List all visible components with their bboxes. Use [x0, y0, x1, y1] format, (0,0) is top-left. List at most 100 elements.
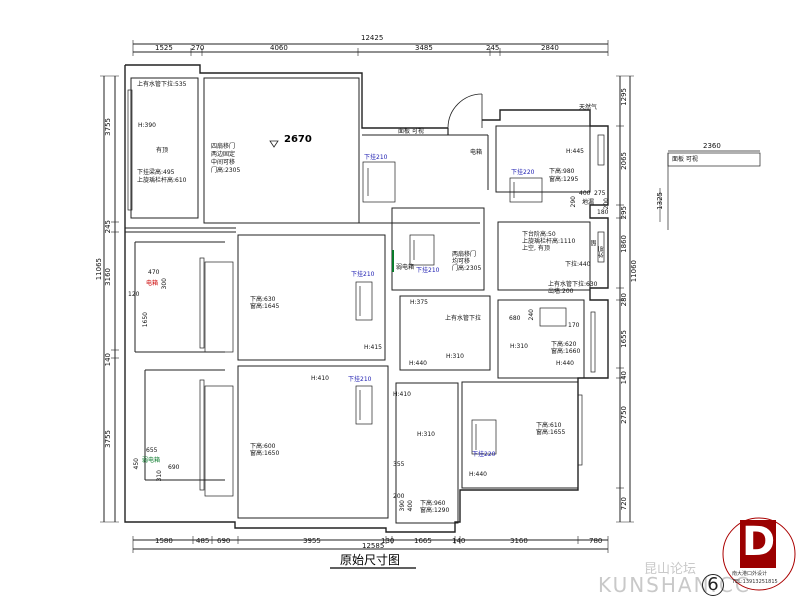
bottom-dim: 3955 [303, 537, 321, 545]
right-total-dim: 11060 [630, 260, 638, 283]
note: 下挂210 [348, 376, 372, 383]
note: 出墙:200 [548, 288, 574, 295]
note: 下挂210 [351, 271, 375, 278]
note: 上有水管下拉:630 [548, 281, 598, 288]
right-dim: 280 [620, 293, 628, 307]
note: 窗高:1650 [250, 450, 280, 457]
note: 390 [399, 500, 406, 512]
note: 有顶 [156, 147, 169, 154]
logo-line1: 南大港口外设计 [732, 571, 768, 577]
note: 四扇移门 [211, 143, 236, 150]
bottom-dim: 3160 [510, 537, 528, 545]
note: H:440 [469, 471, 487, 478]
inset-label: 面板 可视 [672, 156, 698, 163]
note: 下挂梁高:495 [137, 169, 175, 176]
top-dim: 270 [191, 44, 205, 52]
note: 400 [579, 190, 591, 197]
note: 下高:630 [250, 296, 276, 303]
note: 窗高:1295 [549, 176, 579, 183]
note: 355 [393, 461, 405, 468]
top-dim: 3485 [415, 44, 433, 52]
note: 120 [128, 291, 140, 298]
note: H:440 [556, 360, 574, 367]
left-dim: 3755 [104, 430, 112, 448]
note: 310 [156, 470, 163, 482]
right-dim: 1655 [620, 330, 628, 348]
left-dim: 245 [104, 220, 112, 234]
logo-letter: D [742, 519, 776, 565]
left-total-dim: 11065 [95, 258, 103, 281]
drawing-title: 原始尺寸图 [340, 553, 401, 567]
note: 留 [591, 240, 598, 246]
note: 电箱 [470, 149, 483, 156]
page-number: 6 [702, 574, 724, 596]
right-dim: 140 [620, 371, 628, 385]
note: 外机 [598, 246, 605, 258]
note: H:410 [393, 391, 411, 398]
note: 下挂210 [416, 267, 440, 274]
note: H:390 [138, 122, 156, 129]
note: 180 [597, 209, 609, 216]
left-dim: 3160 [104, 268, 112, 286]
note: 上有水管下拉 [445, 315, 482, 322]
note: 450 [133, 458, 140, 470]
note: H:445 [566, 148, 584, 155]
note: 上空, 有顶 [522, 245, 550, 252]
bottom-dim: 140 [452, 537, 466, 545]
top-total-dim: 12425 [361, 34, 384, 42]
right-dim: 295 [620, 206, 628, 220]
bottom-dim: 690 [217, 537, 231, 545]
left-dim: 140 [104, 353, 112, 367]
note: H:375 [410, 299, 428, 306]
right-dim: 1860 [620, 235, 628, 253]
bottom-dim: 485 [196, 537, 210, 545]
note: H:440 [409, 360, 427, 367]
inset-dim-top: 2360 [703, 142, 721, 150]
note: 300 [161, 278, 168, 290]
note: 下高:620 [551, 341, 577, 348]
logo-line2: TEL:13913251815 [732, 579, 778, 585]
note: 上旋瑀栏杆高:1110 [522, 238, 576, 245]
note: 680 [509, 315, 521, 322]
note: 1650 [142, 312, 149, 328]
inset-dim-side: 1325 [656, 192, 664, 210]
note: 上旋瑀栏杆高:610 [137, 177, 187, 184]
right-dim: 2750 [620, 406, 628, 424]
top-dim: 1525 [155, 44, 173, 52]
note: 窗高:1645 [250, 303, 280, 310]
bottom-dim: 1665 [414, 537, 432, 545]
top-dim: 4060 [270, 44, 288, 52]
note: 门高:2305 [452, 265, 482, 272]
note: 290 [570, 196, 577, 208]
note: 下高:610 [536, 422, 562, 429]
note: 弱电箱 [142, 457, 161, 464]
note: 下挂220 [472, 451, 496, 458]
bottom-total-dim: 12585 [362, 542, 385, 550]
note: 400 [407, 500, 414, 512]
note: 下高:980 [549, 168, 575, 175]
note: 470 [148, 269, 160, 276]
right-dim: 2065 [620, 152, 628, 170]
note: 275 [594, 190, 606, 197]
note: 下台阶高:50 [522, 231, 556, 238]
bottom-dim: 1580 [155, 537, 173, 545]
bottom-dim: 130 [381, 537, 395, 545]
note: 中间可移 [211, 159, 236, 166]
note: 下高:960 [420, 500, 446, 507]
note: 窗高:1660 [551, 348, 581, 355]
note: 690 [168, 464, 180, 471]
note: 窗高:1655 [536, 429, 566, 436]
note: 地漏 [582, 199, 595, 206]
note: 门高:2305 [211, 167, 241, 174]
note: 两边固定 [211, 151, 236, 158]
watermark-site: 昆山论坛 [644, 562, 697, 577]
top-dim: 2840 [541, 44, 559, 52]
right-dim: 1295 [620, 88, 628, 106]
note: H:410 [311, 375, 329, 382]
note: 200 [393, 493, 405, 500]
note: 下高:600 [250, 443, 276, 450]
bottom-dim: 780 [589, 537, 603, 545]
note: 上有水管下拉:535 [137, 81, 187, 88]
note: 面板 可视 [398, 128, 424, 135]
